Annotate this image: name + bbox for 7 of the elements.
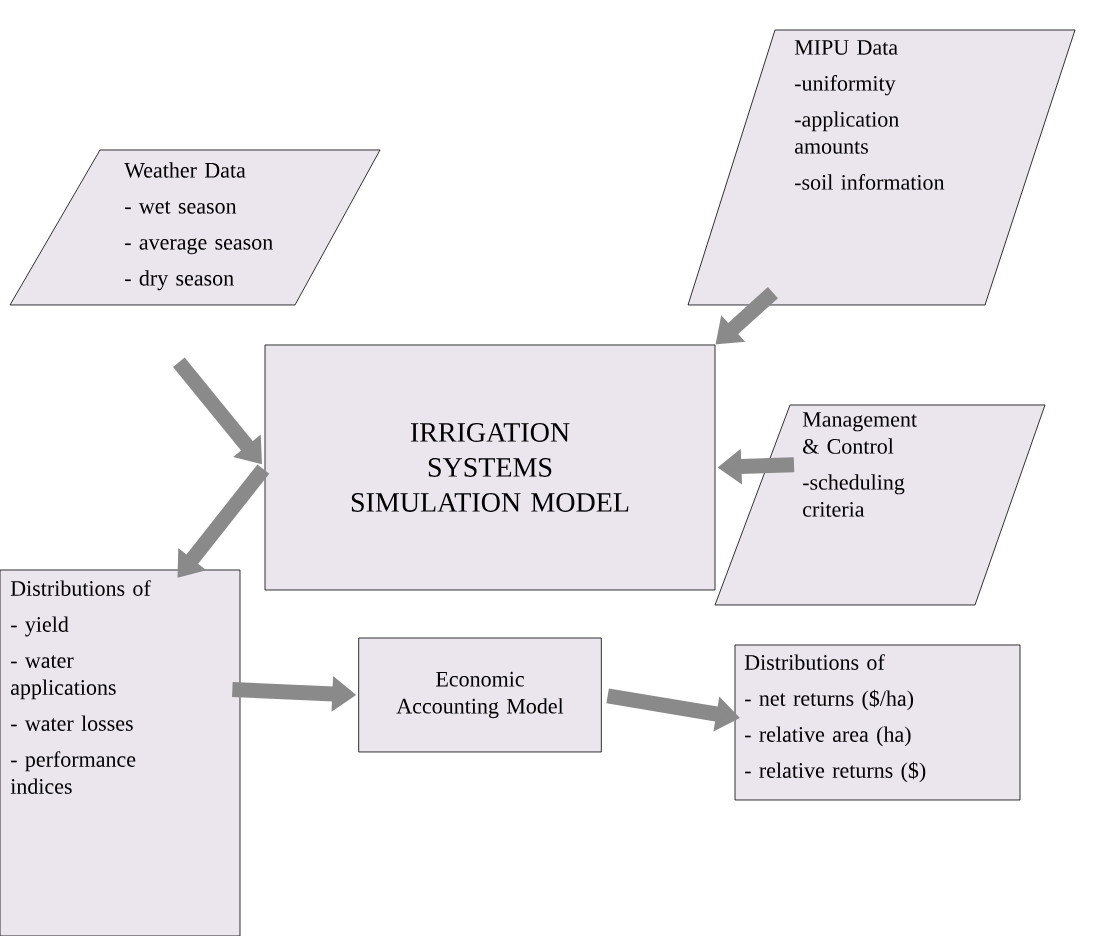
process-box: Distributions of - yield - water applications - water losses - performance indices — [0, 569, 241, 936]
process-box: Economic Accounting Model — [358, 637, 602, 753]
data-parallelogram: MIPU Data -uniformity -application amounts -soil information — [687, 29, 1076, 306]
data-parallelogram: Weather Data - wet season - average season - dry season — [9, 149, 381, 306]
process-box: Distributions of - net returns ($/ha) - relative area (ha) - relative returns ($) — [734, 644, 1021, 801]
data-parallelogram: Management & Control -scheduling criteria — [714, 404, 1046, 606]
process-box: IRRIGATION SYSTEMS SIMULATION MODEL — [264, 344, 716, 591]
